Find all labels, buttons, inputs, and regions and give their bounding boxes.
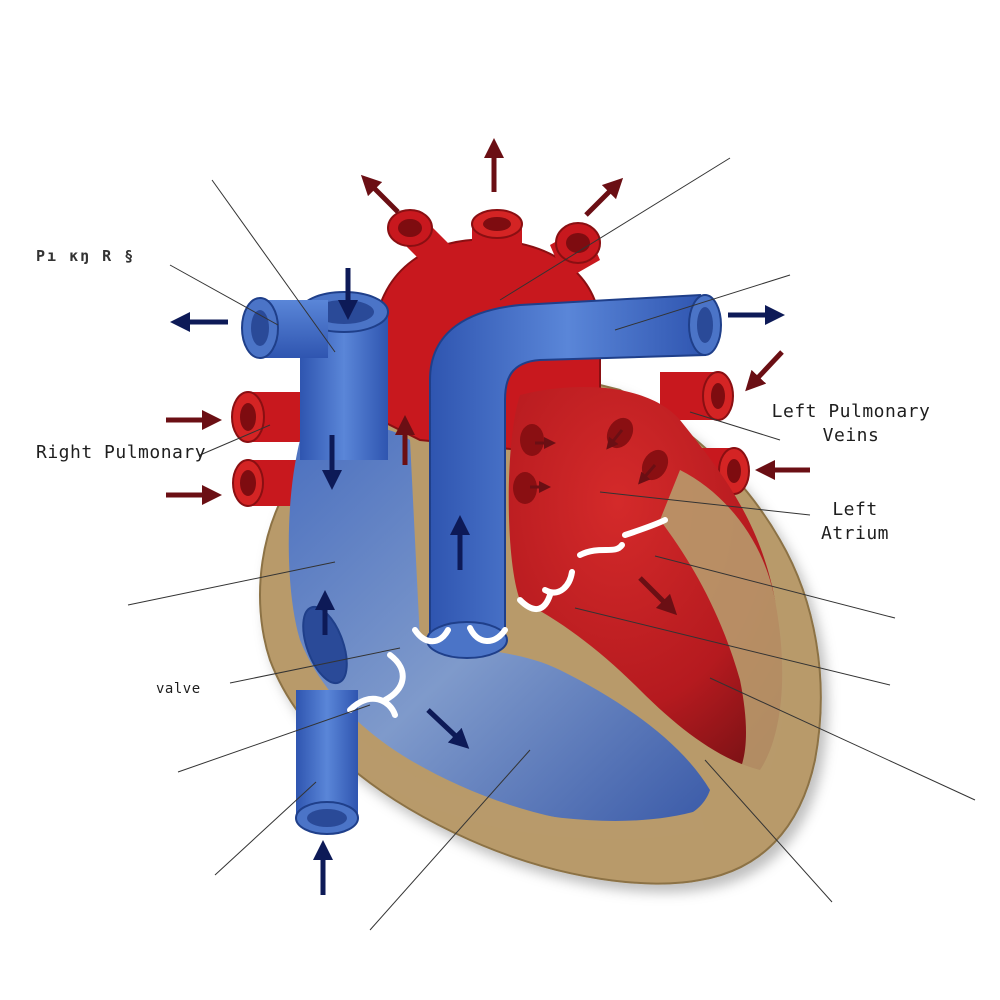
deoxygenated-flow-arrows xyxy=(170,268,785,895)
left-pulm-vein-upper-arrow xyxy=(745,350,784,392)
pulmonary-trunk xyxy=(426,293,722,659)
left-heart-chambers xyxy=(508,387,783,770)
inferior-vena-cava xyxy=(295,690,359,835)
aortic-branches xyxy=(387,209,601,280)
label-leader-lines xyxy=(127,157,976,931)
tricuspid-valve xyxy=(347,652,406,718)
label-left-pulmonary-veins-2: Veins xyxy=(822,425,880,446)
la-arrow-4 xyxy=(638,464,657,485)
oxygenated-flow-arrows xyxy=(166,138,810,616)
label-top-left-partial: Pı ĸŋ R § xyxy=(36,247,136,265)
label-valve-partial: valve xyxy=(156,681,201,697)
label-left-atrium-2: Atrium xyxy=(820,523,890,544)
pulmonary-valve xyxy=(412,625,508,645)
heart-valves xyxy=(347,517,668,718)
left-ventricle-wall xyxy=(660,470,785,770)
label-left-pulmonary-veins-1: Left Pulmonary xyxy=(771,401,931,422)
mitral-valve xyxy=(577,517,668,558)
label-left-atrium-1: Left xyxy=(832,499,878,520)
right-pulmonary-veins xyxy=(231,391,305,507)
aortic-branch-right-arrow xyxy=(584,177,624,217)
right-heart-chambers xyxy=(288,425,710,827)
right-ventricle-arrow xyxy=(426,708,470,749)
right-pulmonary-artery xyxy=(241,297,328,359)
aortic-branch-left-arrow xyxy=(360,174,400,214)
label-right-pulmonary: Right Pulmonary xyxy=(36,442,207,463)
right-ventricle-wall xyxy=(325,720,705,840)
left-ventricle-arrow xyxy=(638,576,678,616)
coronary-sinus-opening xyxy=(302,605,348,685)
la-arrow-3 xyxy=(606,429,624,450)
aortic-valve xyxy=(517,569,575,612)
